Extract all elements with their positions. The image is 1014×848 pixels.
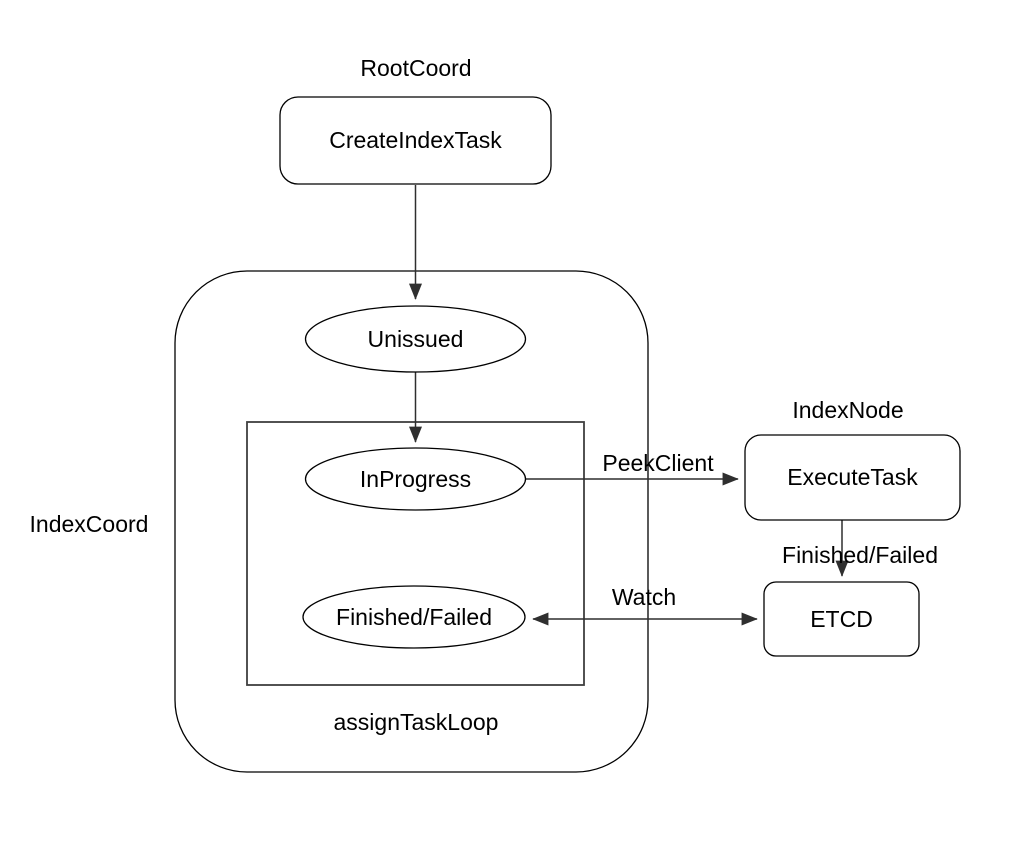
node-unissued — [304, 305, 527, 373]
node-label-finishedfailed: Finished/Failed — [336, 604, 492, 630]
indexcoord-container — [174, 270, 649, 773]
edge-label-peekclient: PeekClient — [602, 450, 714, 476]
node-label-etcd: ETCD — [810, 606, 873, 632]
node-executetask — [744, 434, 961, 521]
node-createindextask — [279, 96, 552, 185]
edge-label-watch: Watch — [612, 584, 676, 610]
node-label-inprogress: InProgress — [360, 466, 471, 492]
node-label-createindextask: CreateIndexTask — [329, 127, 502, 153]
node-finishedfailed — [302, 585, 526, 649]
label-indexcoord: IndexCoord — [30, 511, 149, 537]
node-inprogress — [304, 447, 527, 511]
label-indexnode: IndexNode — [792, 397, 903, 423]
edge-label-finishedfailed: Finished/Failed — [782, 542, 938, 568]
node-label-unissued: Unissued — [368, 326, 464, 352]
label-assigntaskloop: assignTaskLoop — [334, 709, 499, 735]
node-label-executetask: ExecuteTask — [787, 464, 918, 490]
node-etcd — [763, 581, 920, 657]
label-rootcoord: RootCoord — [360, 55, 471, 81]
